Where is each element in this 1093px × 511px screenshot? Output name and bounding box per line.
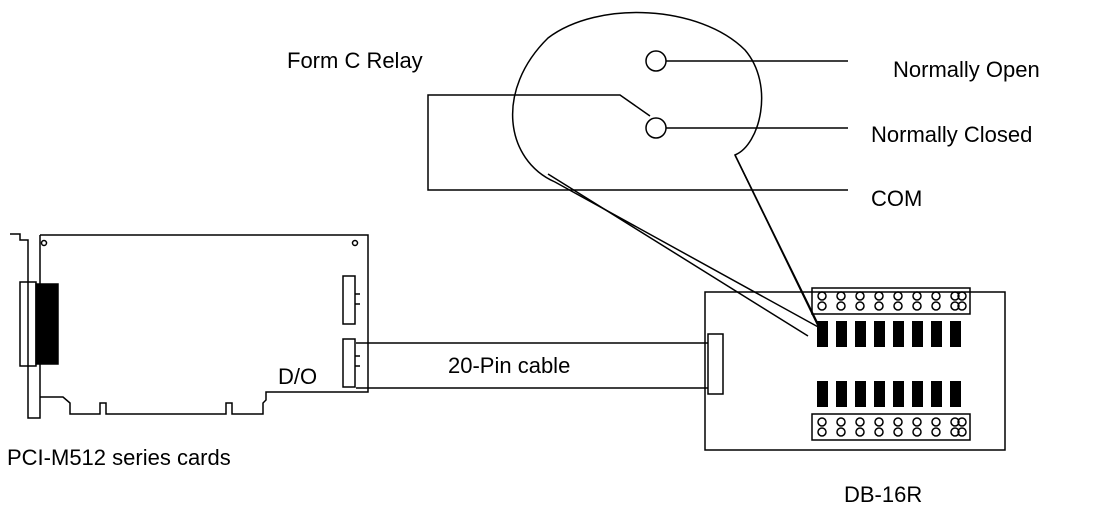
db16r-board — [704, 287, 1006, 451]
db16r-relay-row-lower — [817, 381, 961, 407]
terminal-screw-icon — [957, 291, 967, 301]
relay-icon — [874, 321, 885, 347]
terminal-screw-icon — [912, 417, 922, 427]
relay-icon — [950, 321, 961, 347]
relay-icon — [912, 381, 923, 407]
terminal-screw-icon — [855, 417, 865, 427]
terminal-screw-icon — [957, 427, 967, 437]
db16r-bottom-terminal-block — [811, 413, 971, 441]
terminal-screw-icon — [874, 291, 884, 301]
pci-db-connector-pins — [35, 283, 59, 365]
terminal-screw-icon — [893, 427, 903, 437]
terminal-screw-icon — [874, 427, 884, 437]
pci-upper-header — [342, 275, 356, 325]
relay-icon — [817, 381, 828, 407]
terminal-screw-icon — [912, 301, 922, 311]
terminal-screw-icon — [931, 291, 941, 301]
terminal-screw-icon — [912, 291, 922, 301]
terminal-screw-icon — [817, 301, 827, 311]
db16r-cable-connector — [707, 333, 724, 395]
normally-closed-contact — [645, 117, 667, 139]
form-c-relay-label: Form C Relay — [287, 48, 423, 73]
relay-icon — [931, 381, 942, 407]
relay-icon — [874, 381, 885, 407]
terminal-screw-icon — [957, 417, 967, 427]
pci-card-label: PCI-M512 series cards — [7, 445, 231, 470]
db16r-relay-row-upper — [817, 321, 961, 347]
db16r-outline — [704, 291, 1006, 451]
callout-pointer-left — [547, 173, 809, 337]
relay-icon — [817, 321, 828, 347]
terminal-screw-icon — [855, 427, 865, 437]
pci-hole-left — [40, 239, 48, 247]
pci-card-outline — [40, 234, 369, 415]
do-connector-label: D/O — [278, 364, 318, 389]
db16r-bottom-terminals — [817, 417, 967, 437]
relay-icon — [855, 321, 866, 347]
relay-icon — [836, 321, 847, 347]
terminal-screw-icon — [950, 427, 960, 437]
relay-icon — [836, 381, 847, 407]
com-wire — [427, 94, 848, 191]
terminal-screw-icon — [950, 417, 960, 427]
terminal-screw-icon — [836, 301, 846, 311]
relay-icon — [855, 381, 866, 407]
terminal-screw-icon — [893, 417, 903, 427]
relay-icon — [950, 381, 961, 407]
normally-open-label: Normally Open — [893, 57, 1040, 82]
pci-card — [10, 233, 369, 419]
terminal-screw-icon — [855, 301, 865, 311]
terminal-screw-icon — [874, 417, 884, 427]
terminal-screw-icon — [836, 291, 846, 301]
terminal-screw-icon — [950, 291, 960, 301]
db16r-top-terminals — [817, 291, 967, 311]
terminal-screw-icon — [836, 427, 846, 437]
relay-callout-bubble — [511, 11, 822, 330]
terminal-screw-icon — [874, 301, 884, 311]
terminal-screw-icon — [931, 427, 941, 437]
terminal-screw-icon — [931, 417, 941, 427]
terminal-screw-icon — [817, 417, 827, 427]
pci-bracket — [10, 233, 41, 419]
terminal-screw-icon — [817, 291, 827, 301]
terminal-screw-icon — [950, 301, 960, 311]
relay-icon — [893, 321, 904, 347]
com-label: COM — [871, 186, 923, 211]
terminal-screw-icon — [855, 291, 865, 301]
relay-icon — [912, 321, 923, 347]
normally-closed-label: Normally Closed — [871, 122, 1033, 147]
terminal-screw-icon — [893, 291, 903, 301]
terminal-screw-icon — [957, 301, 967, 311]
pci-do-header — [342, 338, 356, 388]
terminal-screw-icon — [836, 417, 846, 427]
pci-hole-right — [351, 239, 359, 247]
db16r-label: DB-16R — [844, 482, 923, 507]
relay-icon — [893, 381, 904, 407]
callout-pointer-right — [734, 154, 823, 335]
terminal-screw-icon — [893, 301, 903, 311]
terminal-screw-icon — [931, 301, 941, 311]
terminal-screw-icon — [912, 427, 922, 437]
db16r-top-terminal-block — [811, 287, 971, 315]
relay-icon — [931, 321, 942, 347]
cable-label: 20-Pin cable — [448, 353, 571, 378]
normally-open-contact — [645, 50, 667, 72]
terminal-screw-icon — [817, 427, 827, 437]
